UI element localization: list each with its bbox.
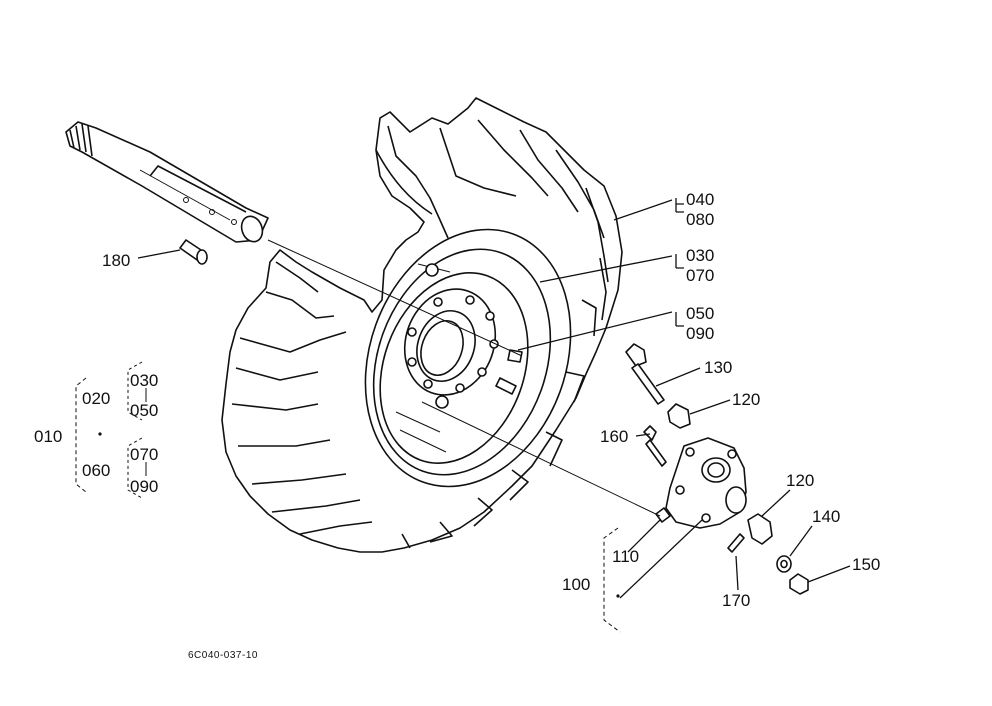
drawing-code: 6C040-037-10: [188, 650, 258, 661]
label-150: 150: [852, 555, 880, 574]
bolt-part-160: [635, 425, 667, 467]
label-160: 160: [600, 427, 628, 446]
label-120-lower: 120: [786, 471, 814, 490]
nut-part-150: [789, 565, 851, 595]
wheel-rim: [267, 228, 572, 488]
label-020: 020: [82, 389, 110, 408]
label-040: 040: [686, 190, 714, 209]
label-080: 080: [686, 210, 714, 229]
label-070-wheel: 070: [686, 266, 714, 285]
hub-assembly: [421, 401, 747, 529]
label-060: 060: [82, 461, 110, 480]
label-010: 010: [34, 427, 62, 446]
label-170: 170: [722, 591, 750, 610]
bushing-part-180: [137, 239, 208, 265]
label-120-upper: 120: [732, 390, 760, 409]
hierarchy-brackets: [75, 361, 620, 598]
label-030-tree: 030: [130, 371, 158, 390]
label-110: 110: [612, 547, 639, 566]
label-140: 140: [812, 507, 840, 526]
pin-part-170: [727, 533, 745, 591]
axle-shaft: [65, 121, 269, 243]
label-030-wheel: 030: [686, 246, 714, 265]
label-090-wheel: 090: [686, 324, 714, 343]
label-050-tree: 050: [130, 401, 158, 420]
washer-part-140: [776, 525, 813, 573]
label-070-tree: 070: [130, 445, 158, 464]
nut-part-120-lower: [747, 489, 791, 545]
label-180: 180: [102, 251, 130, 270]
label-050-wheel: 050: [686, 304, 714, 323]
label-130: 130: [704, 358, 732, 377]
bolt-part-130: [625, 343, 701, 405]
nut-part-120-upper: [667, 399, 731, 429]
label-100: 100: [562, 575, 590, 594]
leader-lines: [517, 198, 703, 633]
label-090-tree: 090: [130, 477, 158, 496]
